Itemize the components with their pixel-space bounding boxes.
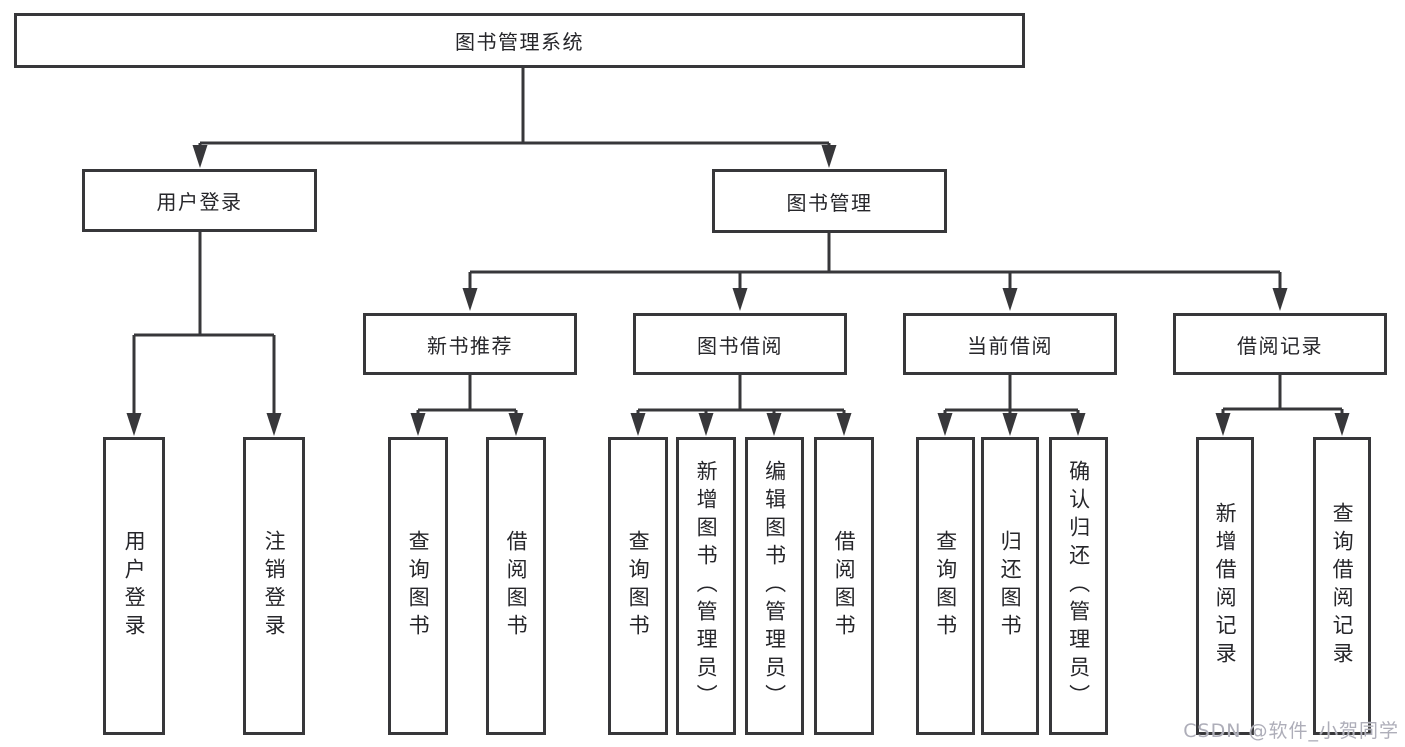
leaf-recommend-query-books: 查询图书: [388, 437, 448, 735]
node-label: 新增借阅记录: [1213, 502, 1238, 670]
node-label: 查询图书: [626, 530, 651, 642]
node-label: 借阅记录: [1237, 333, 1323, 358]
csdn-watermark: CSDN @软件_小贺同学: [1183, 720, 1399, 742]
node-label: 查询借阅记录: [1330, 502, 1355, 670]
leaf-borrow-borrow-books: 借阅图书: [814, 437, 874, 735]
node-label: 图书管理系统: [455, 30, 584, 54]
leaf-current-query-books: 查询图书: [916, 437, 975, 735]
node-label: 新增图书（管理员）: [694, 460, 719, 712]
node-borrow-records: 借阅记录: [1173, 313, 1387, 375]
node-label: 查询图书: [933, 530, 958, 642]
node-new-book-recommend: 新书推荐: [363, 313, 577, 375]
node-label: 用户登录: [122, 530, 147, 642]
node-label: 查询图书: [406, 530, 431, 642]
node-current-borrow: 当前借阅: [903, 313, 1117, 375]
arrowheads: [126, 145, 1350, 436]
node-label: 确认归还（管理员）: [1066, 460, 1091, 712]
leaf-current-return-books: 归还图书: [981, 437, 1039, 735]
node-book-management: 图书管理: [712, 169, 947, 233]
leaf-current-confirm-return-admin: 确认归还（管理员）: [1049, 437, 1108, 735]
leaf-recommend-borrow-books: 借阅图书: [486, 437, 546, 735]
leaf-records-query-record: 查询借阅记录: [1313, 437, 1371, 735]
node-label: 注销登录: [262, 530, 287, 642]
leaf-borrow-query-books: 查询图书: [608, 437, 668, 735]
connector-book-management-to-level3: [468, 233, 1282, 296]
node-user-login: 用户登录: [82, 169, 317, 232]
node-book-borrow: 图书借阅: [633, 313, 847, 375]
node-label: 借阅图书: [832, 530, 857, 642]
connector-new-book-recommend-to-children: [416, 375, 518, 420]
node-label: 图书管理: [786, 190, 873, 215]
leaf-user-login: 用户登录: [103, 437, 165, 735]
leaf-borrow-edit-books-admin: 编辑图书（管理员）: [745, 437, 804, 735]
node-label: 借阅图书: [504, 530, 529, 642]
connector-book-borrow-to-children: [636, 375, 846, 420]
node-label: 编辑图书（管理员）: [762, 460, 787, 712]
connector-borrow-records-to-children: [1221, 375, 1344, 420]
node-label: 新书推荐: [427, 333, 513, 358]
node-label: 图书借阅: [697, 333, 783, 358]
node-label: 当前借阅: [967, 333, 1053, 358]
node-label: 归还图书: [998, 530, 1023, 642]
connector-user-login-to-children: [132, 232, 276, 420]
node-label: 用户登录: [156, 190, 243, 214]
leaf-borrow-add-books-admin: 新增图书（管理员）: [676, 437, 736, 735]
connector-root-to-level2: [198, 68, 831, 152]
node-root-library-management-system: 图书管理系统: [14, 13, 1025, 68]
leaf-records-add-record: 新增借阅记录: [1196, 437, 1254, 735]
leaf-logout: 注销登录: [243, 437, 305, 735]
